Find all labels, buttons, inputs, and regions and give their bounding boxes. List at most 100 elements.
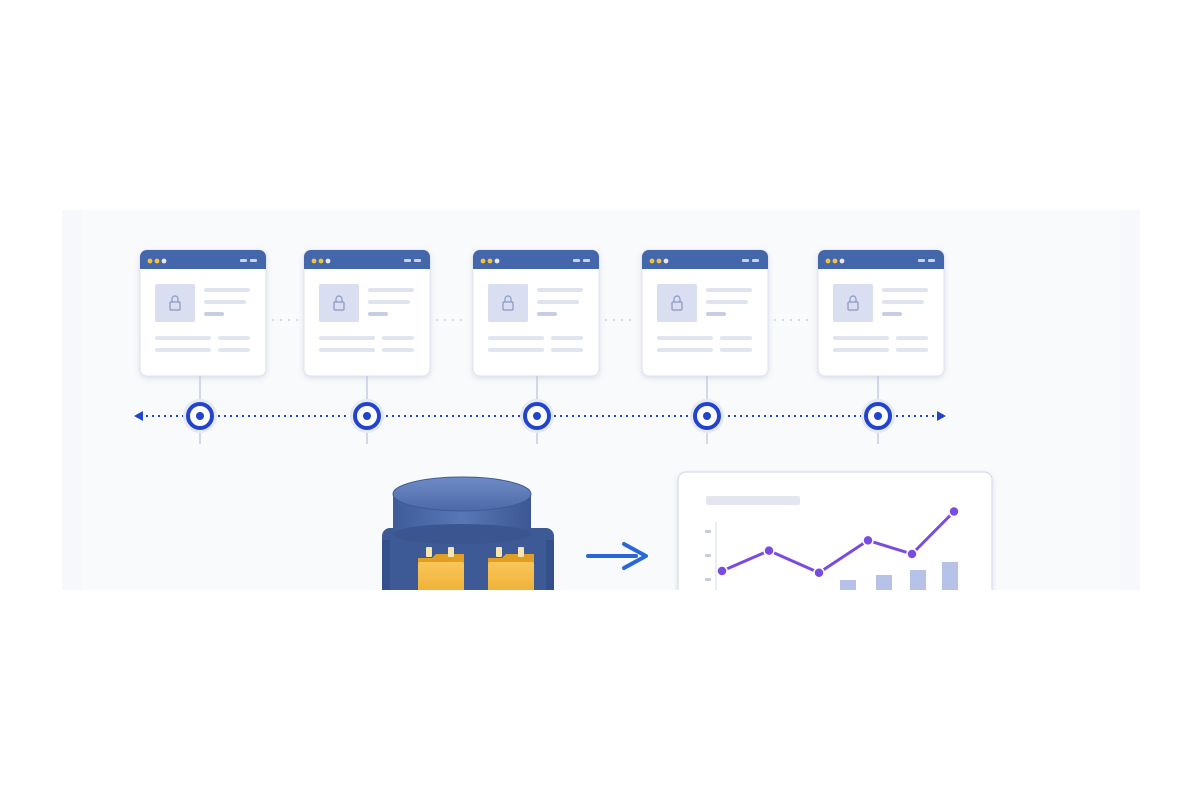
window-titlebar bbox=[818, 250, 944, 269]
window-control-dot bbox=[663, 258, 669, 264]
window-thumbnail bbox=[155, 284, 195, 322]
text-line bbox=[368, 300, 410, 304]
text-line bbox=[720, 348, 752, 352]
text-line bbox=[218, 336, 250, 340]
chart-point bbox=[862, 534, 874, 547]
text-line bbox=[204, 288, 250, 292]
folder-icon bbox=[418, 547, 464, 590]
text-line bbox=[368, 312, 388, 316]
text-line bbox=[537, 300, 579, 304]
window-control-dot bbox=[649, 258, 655, 264]
chart-point bbox=[948, 505, 960, 518]
window-menu-icon bbox=[573, 259, 580, 262]
text-line bbox=[882, 312, 902, 316]
text-line bbox=[537, 288, 583, 292]
window-titlebar bbox=[304, 250, 430, 269]
lock-icon bbox=[671, 295, 683, 311]
text-line bbox=[155, 348, 211, 352]
chart-card bbox=[677, 471, 993, 590]
text-line bbox=[657, 348, 713, 352]
server-rail bbox=[546, 540, 554, 590]
window-control-dot bbox=[154, 258, 160, 264]
window-control-dot bbox=[318, 258, 324, 264]
arrow-right-icon bbox=[586, 542, 648, 570]
folder-icon bbox=[488, 547, 534, 590]
timeline-node-center bbox=[874, 412, 882, 420]
text-line bbox=[720, 336, 752, 340]
lock-icon bbox=[169, 295, 181, 311]
window-menu-icon bbox=[250, 259, 257, 262]
text-line bbox=[537, 312, 557, 316]
chart-bar bbox=[840, 580, 856, 590]
text-line bbox=[319, 348, 375, 352]
window-menu-icon bbox=[414, 259, 421, 262]
text-line bbox=[368, 288, 414, 292]
chart-title-placeholder bbox=[706, 496, 800, 505]
bottom-flow bbox=[382, 471, 993, 590]
text-line bbox=[382, 336, 414, 340]
folder-clip bbox=[426, 547, 432, 557]
lock-icon bbox=[502, 295, 514, 311]
window-control-dot bbox=[147, 258, 153, 264]
folder-clip bbox=[448, 547, 454, 557]
window-menu-icon bbox=[583, 259, 590, 262]
window-menu-icon bbox=[752, 259, 759, 262]
chart-point bbox=[763, 544, 775, 557]
text-line bbox=[706, 312, 726, 316]
text-line bbox=[488, 348, 544, 352]
y-tick-label bbox=[705, 530, 711, 533]
text-line bbox=[882, 288, 928, 292]
chart-line bbox=[720, 510, 956, 575]
chart-bar bbox=[942, 562, 958, 590]
text-line bbox=[657, 336, 713, 340]
folder-front bbox=[488, 562, 534, 590]
y-tick-label bbox=[705, 554, 711, 557]
browser-window bbox=[472, 249, 600, 377]
text-line bbox=[488, 336, 544, 340]
database-icon bbox=[382, 476, 554, 590]
text-line bbox=[896, 348, 928, 352]
database-ring bbox=[393, 524, 531, 544]
window-menu-icon bbox=[404, 259, 411, 262]
window-menu-icon bbox=[742, 259, 749, 262]
chart-point bbox=[716, 565, 728, 577]
text-line bbox=[204, 300, 246, 304]
y-tick-label bbox=[705, 578, 711, 581]
chart-point bbox=[813, 566, 825, 579]
folder-clip bbox=[496, 547, 502, 557]
window-thumbnail bbox=[319, 284, 359, 322]
window-menu-icon bbox=[240, 259, 247, 262]
text-line bbox=[896, 336, 928, 340]
arrow-head bbox=[622, 542, 648, 570]
text-line bbox=[706, 288, 752, 292]
chart-bar bbox=[910, 570, 926, 590]
arrow-right-icon bbox=[937, 411, 946, 421]
text-line bbox=[551, 336, 583, 340]
window-titlebar bbox=[473, 250, 599, 269]
browser-window bbox=[303, 249, 431, 377]
window-thumbnail bbox=[657, 284, 697, 322]
window-menu-icon bbox=[918, 259, 925, 262]
window-control-dot bbox=[325, 258, 331, 264]
database-top bbox=[392, 476, 532, 512]
text-line bbox=[882, 300, 924, 304]
text-line bbox=[204, 312, 224, 316]
window-control-dot bbox=[161, 258, 167, 264]
window-control-dot bbox=[487, 258, 493, 264]
browser-window bbox=[641, 249, 769, 377]
chart-point bbox=[906, 548, 918, 560]
timeline-node-center bbox=[703, 412, 711, 420]
arrow-left-icon bbox=[134, 411, 143, 421]
window-titlebar bbox=[140, 250, 266, 269]
window-control-dot bbox=[480, 258, 486, 264]
browser-window bbox=[139, 249, 267, 377]
window-control-dot bbox=[494, 258, 500, 264]
window-thumbnail bbox=[833, 284, 873, 322]
window-control-dot bbox=[656, 258, 662, 264]
window-control-dot bbox=[825, 258, 831, 264]
server-rail bbox=[382, 540, 390, 590]
timeline-node-center bbox=[196, 412, 204, 420]
lock-icon bbox=[333, 295, 345, 311]
window-control-dot bbox=[832, 258, 838, 264]
